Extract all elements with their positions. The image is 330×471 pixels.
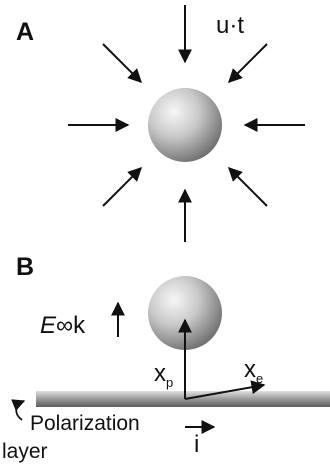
arrow-icon-bottom-left xyxy=(102,167,142,207)
xe-arrow-icon xyxy=(184,380,266,400)
field-unit: k xyxy=(73,312,86,339)
field-subscript: ∞ xyxy=(56,312,73,339)
arrow-icon-top-right xyxy=(228,43,268,83)
panel-a: A u·t xyxy=(16,5,305,242)
velocity-time-label: u·t xyxy=(216,12,244,39)
arrow-icon-top-left xyxy=(102,43,142,83)
field-symbol: E xyxy=(40,312,57,339)
panel-b-label: B xyxy=(16,253,34,281)
panel-a-label: A xyxy=(16,18,34,46)
polarization-label: Polarization xyxy=(30,412,140,435)
xp-label: xp xyxy=(154,360,173,390)
xe-sub: e xyxy=(256,371,263,386)
arrow-icon-bottom-right xyxy=(228,167,268,207)
layer-label: layer xyxy=(2,440,48,463)
xe-label: xe xyxy=(244,356,263,386)
xp-main: x xyxy=(154,360,166,387)
panel-b: B E∞k xp xe Polarization layer i xyxy=(2,253,330,463)
sphere-icon xyxy=(148,276,222,350)
curved-arrow-icon xyxy=(11,399,26,421)
xe-main: x xyxy=(244,356,256,383)
sphere-icon xyxy=(148,88,222,162)
i-label: i xyxy=(194,431,199,458)
field-label: E∞k xyxy=(40,312,86,339)
xp-sub: p xyxy=(166,375,173,390)
electrode-surface xyxy=(36,391,330,407)
